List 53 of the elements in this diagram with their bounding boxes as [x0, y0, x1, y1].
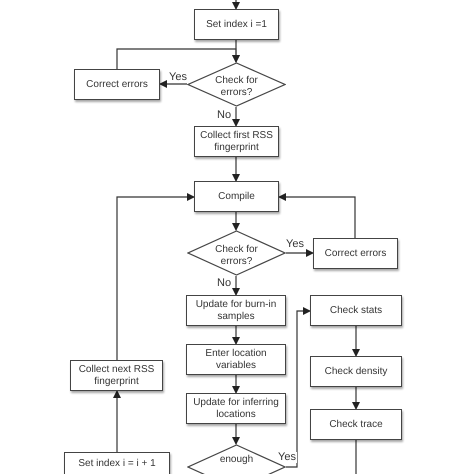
- process-box: [70, 360, 163, 391]
- process-box: [194, 9, 279, 40]
- step-text: Check stats: [328, 304, 384, 316]
- process-box: [194, 126, 279, 157]
- arrow: [113, 390, 121, 452]
- step-text: Enter location variables: [204, 348, 268, 372]
- edge-label: No: [216, 110, 232, 121]
- edge-label: Yes: [285, 239, 305, 250]
- process-box: [310, 356, 402, 387]
- step-text: Correct errors: [324, 248, 388, 260]
- edge-label: Yes: [277, 452, 297, 463]
- process-box: [313, 238, 398, 269]
- process-box: [310, 295, 402, 326]
- arrow: [232, 0, 240, 10]
- step-text: Check density: [324, 366, 388, 378]
- arrow: [352, 326, 360, 357]
- step-text: Set index i =1: [205, 18, 268, 30]
- decision-diamond: [187, 230, 286, 276]
- process-box: [194, 181, 279, 212]
- process-box: [186, 393, 286, 424]
- decision-text: Check for errors?: [214, 75, 259, 99]
- step-text: Collect next RSS fingerprint: [78, 364, 156, 388]
- arrow: [232, 157, 240, 182]
- edge-label: Yes: [168, 72, 188, 83]
- decision-text: Check for errors?: [214, 244, 259, 268]
- step-text: Set index i = i + 1: [77, 458, 157, 470]
- arrow: [232, 212, 240, 231]
- arrow: [232, 276, 240, 296]
- step-text: Compile: [217, 190, 256, 202]
- step-text: Check trace: [328, 418, 384, 430]
- step-text: Collect first RSS fingerprint: [199, 130, 274, 154]
- arrow: [278, 193, 356, 238]
- process-box: [64, 452, 170, 474]
- arrow: [116, 193, 195, 360]
- arrow: [286, 249, 314, 257]
- arrow: [232, 107, 240, 127]
- process-box: [186, 295, 286, 326]
- step-text: Update for burn-in samples: [194, 298, 278, 322]
- arrow: [232, 375, 240, 394]
- arrow: [232, 326, 240, 345]
- step-text: Update for inferring locations: [192, 396, 280, 420]
- arrow: [159, 80, 187, 88]
- edge-label: No: [216, 278, 232, 289]
- arrow: [352, 387, 360, 410]
- process-box: [74, 69, 160, 100]
- step-text: Correct errors: [85, 78, 149, 90]
- process-box: [186, 344, 286, 375]
- process-box: [310, 409, 402, 440]
- decision-text: enough: [220, 454, 254, 466]
- arrow: [116, 48, 240, 69]
- arrow: [232, 424, 240, 445]
- arrow: [286, 307, 311, 468]
- decision-diamond: [187, 62, 286, 107]
